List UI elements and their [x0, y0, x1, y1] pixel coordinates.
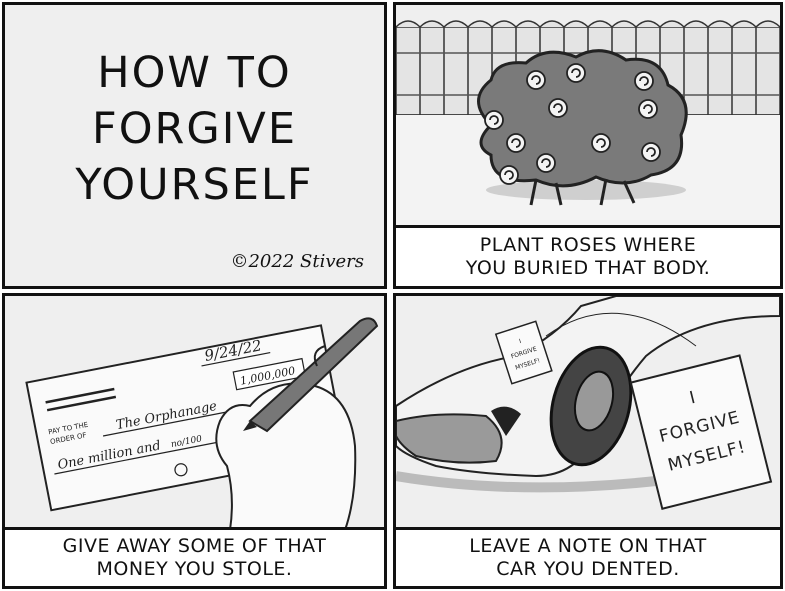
rose-flowers [484, 63, 661, 185]
note-pointer [545, 312, 697, 347]
small-note: I FORGIVE MYSELF! [494, 320, 553, 385]
check-illustration: 9/24/22 1,000,000 PAY TO THE ORDER OF Th… [25, 317, 379, 530]
title-panel: HOW TO FORGIVE YOURSELF ©2022 Stivers [2, 2, 387, 289]
check-panel: 9/24/22 1,000,000 PAY TO THE ORDER OF Th… [2, 293, 387, 589]
large-note: I FORGIVE MYSELF! [629, 354, 773, 510]
comic-title: HOW TO FORGIVE YOURSELF [75, 48, 314, 210]
roses-panel: PLANT ROSES WHERE YOU BURIED THAT BODY. [393, 2, 783, 289]
caption-roses: PLANT ROSES WHERE YOU BURIED THAT BODY. [396, 225, 780, 286]
car-panel: I FORGIVE MYSELF! I FORGIVE MYSELF! LEAV… [393, 293, 783, 589]
caption-check: GIVE AWAY SOME OF THAT MONEY YOU STOLE. [5, 527, 384, 586]
copyright-signature: ©2022 Stivers [230, 251, 364, 272]
car-illustration: I FORGIVE MYSELF! I FORGIVE MYSELF! [396, 296, 780, 510]
large-note-line-1: I [688, 388, 698, 409]
backyard-illustration [396, 20, 780, 231]
small-note-line-1: I [518, 338, 522, 345]
pen [243, 317, 379, 433]
caption-car: LEAVE A NOTE ON THAT CAR YOU DENTED. [396, 527, 780, 586]
car [396, 296, 780, 493]
